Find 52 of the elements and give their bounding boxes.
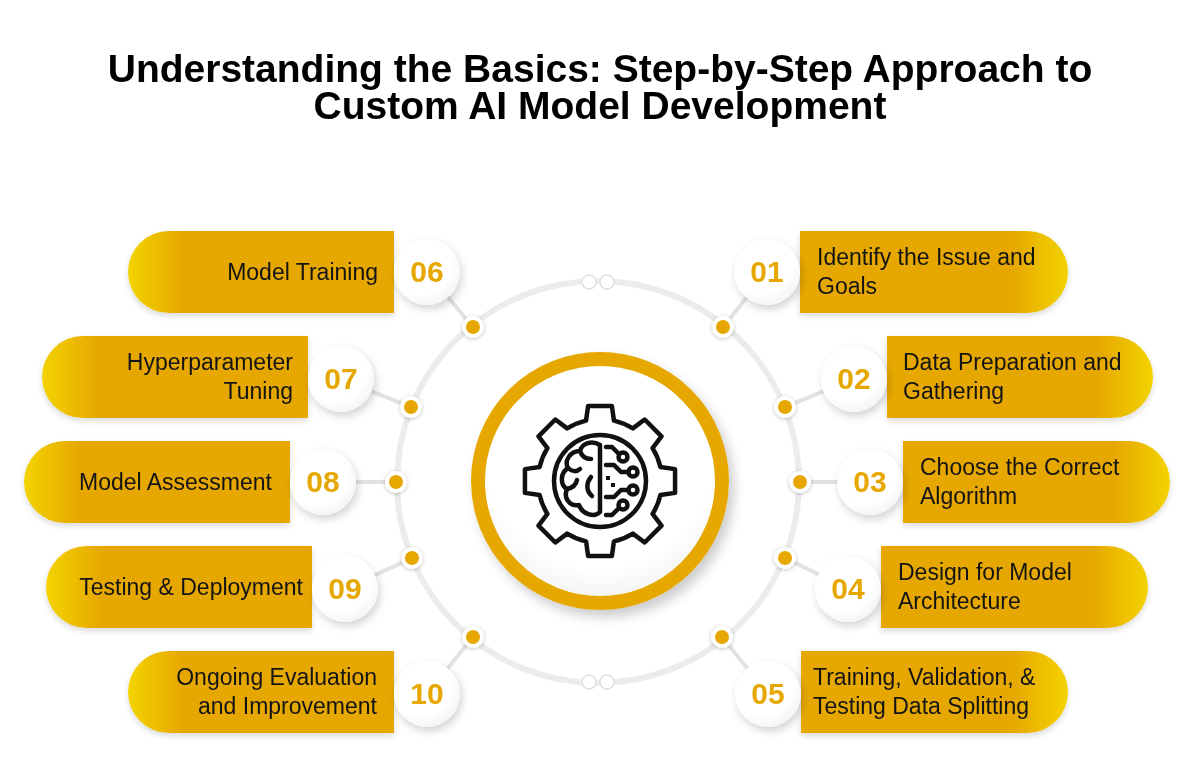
number-circle (394, 661, 460, 727)
number-circle (837, 449, 903, 515)
dot-icon (462, 626, 484, 648)
connector-line (372, 560, 404, 578)
step-pill (881, 546, 1148, 628)
dot-icon (712, 316, 734, 338)
connector-line (793, 389, 826, 405)
dot-icon (462, 316, 484, 338)
number-circle (734, 239, 800, 305)
step-number: 06 (410, 256, 444, 288)
step-title: Testing & Deployment (79, 572, 303, 602)
step-title: Ongoing Evaluation and Improvement (175, 663, 377, 721)
step-pill (24, 441, 290, 523)
step-pill (128, 231, 394, 313)
step-number: 08 (306, 466, 340, 498)
number-circle (821, 346, 887, 412)
connector-line (792, 560, 821, 577)
step-title: Model Training (227, 257, 378, 287)
step-number: 09 (328, 573, 362, 605)
connector-line (445, 643, 469, 671)
step-pill (903, 441, 1170, 523)
step-number: 04 (831, 573, 865, 605)
number-circle (394, 239, 460, 305)
step-title: Model Assessment (78, 467, 272, 497)
connector-line (446, 295, 468, 321)
step-pill (128, 651, 394, 733)
number-circle (312, 556, 378, 622)
step-title: Identify the Issue and Goals (817, 243, 1037, 301)
number-circle (308, 346, 374, 412)
connector-line (726, 643, 750, 671)
step-pill (801, 651, 1068, 733)
step-pill (46, 546, 312, 628)
step-number: 02 (837, 363, 871, 395)
step-title: Choose the Correct Algorithm (920, 453, 1121, 511)
step-number: 01 (750, 256, 784, 288)
number-circle (735, 661, 801, 727)
step-title: Training, Validation, & Testing Data Splitting (813, 663, 1037, 721)
dot-icon (774, 547, 796, 569)
step-number: 10 (410, 678, 444, 710)
step-number: 05 (751, 678, 785, 710)
step-title: Data Preparation and Gathering (903, 348, 1123, 406)
step-pill (42, 336, 308, 418)
connector-line (369, 389, 403, 405)
step-number: 07 (324, 363, 358, 395)
step-pill (887, 336, 1153, 418)
number-circle (290, 449, 356, 515)
connector-line (727, 295, 749, 321)
step-pill (800, 231, 1068, 313)
step-title: Hyperparameter Tuning (125, 348, 293, 406)
step-title: Design for Model Architecture (898, 558, 1073, 616)
number-circle (815, 556, 881, 622)
step-number: 03 (853, 466, 887, 498)
